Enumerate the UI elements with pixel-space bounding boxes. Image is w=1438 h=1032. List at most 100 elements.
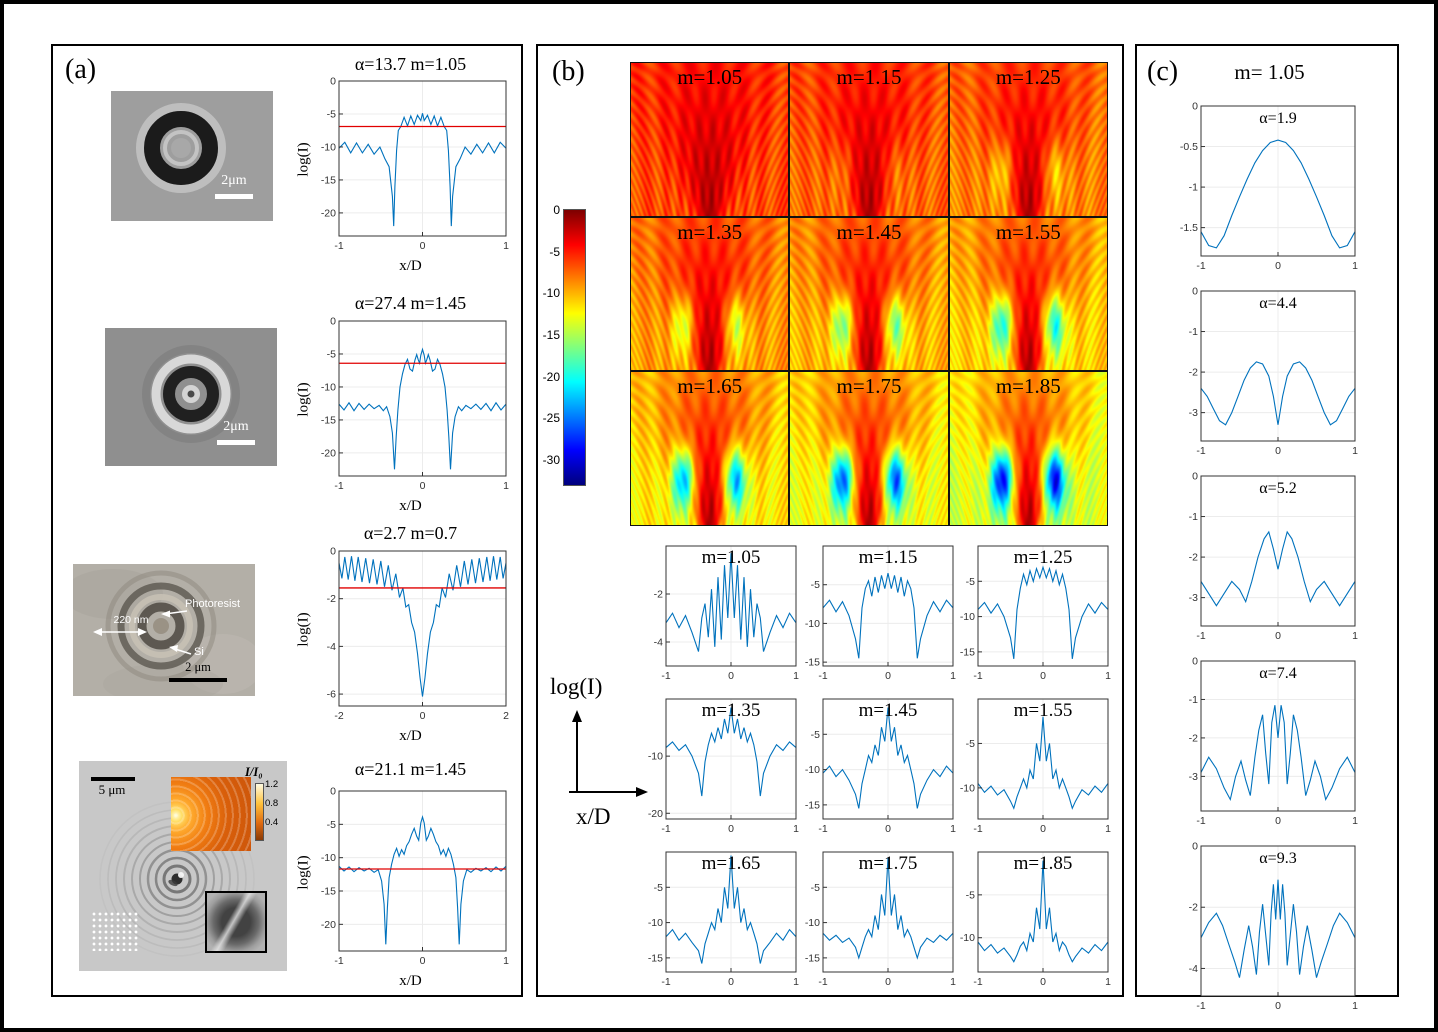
svg-text:1: 1 <box>950 823 956 835</box>
svg-text:-20: -20 <box>648 808 663 820</box>
svg-text:-1: -1 <box>334 480 343 492</box>
svg-text:α=7.4: α=7.4 <box>1259 665 1296 682</box>
svg-text:-1: -1 <box>973 670 982 682</box>
svg-text:-2: -2 <box>327 593 336 605</box>
svg-text:0: 0 <box>330 316 336 328</box>
svg-text:m=1.35: m=1.35 <box>702 700 761 721</box>
svg-text:-5: -5 <box>327 348 336 360</box>
plot-a4-xlabel: x/D <box>399 973 422 989</box>
svg-text:1: 1 <box>503 955 509 967</box>
svg-text:-5: -5 <box>966 889 975 901</box>
svg-text:m=1.45: m=1.45 <box>859 700 918 721</box>
svg-text:1: 1 <box>793 823 799 835</box>
heatmap-m-label: m=1.85 <box>995 374 1061 399</box>
plot-a1-xlabel: x/D <box>399 258 422 274</box>
svg-text:-6: -6 <box>327 689 336 701</box>
svg-text:1: 1 <box>1352 445 1358 457</box>
svg-text:-2: -2 <box>334 710 343 722</box>
heatmap-grid: m=1.05 m=1.15 m=1.25 m=1.35 m=1.45 m=1.5… <box>630 62 1108 526</box>
svg-text:-1: -1 <box>818 823 827 835</box>
svg-text:1: 1 <box>1105 976 1111 988</box>
colorbar-tick-label: -15 <box>542 328 560 342</box>
dot-array-patch <box>91 911 139 951</box>
svg-text:-3: -3 <box>1189 592 1198 604</box>
svg-text:-5: -5 <box>966 576 975 588</box>
svg-text:-1: -1 <box>1196 260 1205 272</box>
heatmap-cell: m=1.85 <box>949 372 1107 525</box>
plot-a2-xlabel: x/D <box>399 498 422 514</box>
svg-text:-10: -10 <box>960 611 975 623</box>
plot-a4-ylabel: log(I) <box>295 855 312 890</box>
svg-text:0: 0 <box>1275 815 1281 827</box>
heatmap-cell: m=1.75 <box>790 372 948 525</box>
svg-text:-2: -2 <box>1189 367 1198 379</box>
scale-bar <box>215 194 253 199</box>
colorbar: 0-5-10-15-20-25-30 <box>538 203 588 494</box>
svg-text:-3: -3 <box>1189 771 1198 783</box>
svg-text:1: 1 <box>950 976 956 988</box>
svg-text:0: 0 <box>420 240 426 252</box>
heatmap-m-label: m=1.55 <box>995 219 1061 244</box>
svg-text:-1: -1 <box>661 670 670 682</box>
svg-text:-10: -10 <box>805 618 820 630</box>
resist-rings-graphic <box>73 564 255 696</box>
svg-text:-5: -5 <box>811 882 820 894</box>
svg-text:-15: -15 <box>960 646 975 658</box>
svg-text:0: 0 <box>1192 471 1198 483</box>
svg-text:-1: -1 <box>818 670 827 682</box>
colorbar-tick-label: -5 <box>549 244 560 259</box>
svg-text:0: 0 <box>1040 976 1046 988</box>
svg-text:0: 0 <box>885 823 891 835</box>
svg-text:-1: -1 <box>334 955 343 967</box>
svg-text:-1: -1 <box>818 976 827 988</box>
svg-text:-1: -1 <box>1196 445 1205 457</box>
heatmap-m-label: m=1.15 <box>836 65 902 89</box>
svg-text:m=1.25: m=1.25 <box>1014 547 1073 568</box>
inset-colorbar-tick: 0.8 <box>265 798 279 809</box>
svg-text:-1: -1 <box>661 823 670 835</box>
svg-text:0: 0 <box>885 976 891 988</box>
heatmap-cell: m=1.05 <box>631 63 789 216</box>
heatmap-m-label: m=1.05 <box>677 65 743 89</box>
svg-text:-10: -10 <box>648 917 663 929</box>
panel-b-label: (b) <box>552 56 585 87</box>
svg-text:-20: -20 <box>321 447 336 459</box>
svg-text:-15: -15 <box>805 952 820 964</box>
scale-label: 2 μm <box>185 660 211 674</box>
svg-text:m=1.15: m=1.15 <box>859 547 918 568</box>
svg-text:0: 0 <box>1040 823 1046 835</box>
svg-text:-15: -15 <box>805 657 820 669</box>
svg-text:-2: -2 <box>1189 902 1198 914</box>
heatmap-cell: m=1.45 <box>790 217 948 371</box>
svg-text:-2: -2 <box>654 589 663 601</box>
si-label: Si <box>194 646 204 658</box>
svg-text:-4: -4 <box>327 641 336 653</box>
panel-c-title: m= 1.05 <box>1234 60 1305 84</box>
inset-colorbar <box>255 783 264 841</box>
svg-text:m=1.05: m=1.05 <box>702 547 761 568</box>
sem-ring-2-graphic <box>105 328 277 466</box>
svg-text:0: 0 <box>728 976 734 988</box>
svg-text:0: 0 <box>420 480 426 492</box>
svg-text:-10: -10 <box>321 141 336 153</box>
svg-text:1: 1 <box>793 670 799 682</box>
plot-a1-title: α=13.7 m=1.05 <box>354 54 467 74</box>
svg-text:-1: -1 <box>973 976 982 988</box>
svg-text:-1: -1 <box>334 240 343 252</box>
scale-label: 5 μm <box>98 782 126 797</box>
svg-text:-4: -4 <box>654 637 663 649</box>
svg-text:-15: -15 <box>321 414 336 426</box>
svg-text:0: 0 <box>1192 101 1198 113</box>
svg-text:-1: -1 <box>1196 1000 1205 1012</box>
svg-text:0: 0 <box>1275 260 1281 272</box>
colorbar-tick-label: -25 <box>542 411 560 426</box>
heatmap-cell: m=1.65 <box>631 372 789 525</box>
photoresist-label: Photoresist <box>185 598 241 610</box>
